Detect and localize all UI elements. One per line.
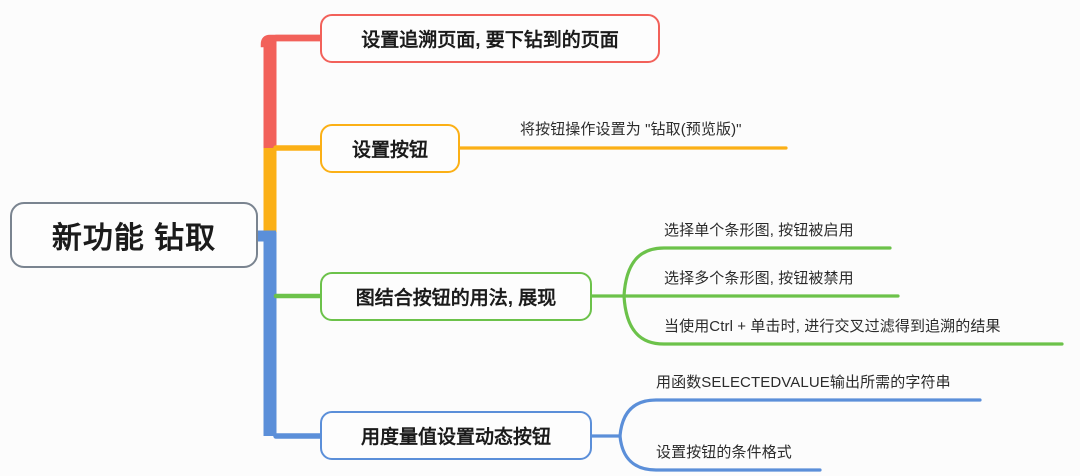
mindmap-leaf-3-3[interactable]: 当使用Ctrl + 单击时, 进行交叉过滤得到追溯的结果: [664, 318, 1001, 335]
mindmap-leaf-3-2[interactable]: 选择多个条形图, 按钮被禁用: [664, 270, 854, 287]
mindmap-leaf-4-1[interactable]: 用函数SELECTEDVALUE输出所需的字符串: [656, 374, 951, 391]
mindmap-branch-node-4[interactable]: 用度量值设置动态按钮: [320, 411, 592, 460]
mindmap-root-node[interactable]: 新功能 钻取: [10, 202, 258, 268]
mindmap-leaf-3-1[interactable]: 选择单个条形图, 按钮被启用: [664, 222, 854, 239]
mindmap-branch-label-2: 设置按钮: [351, 140, 428, 161]
mindmap-branch-label-3: 图结合按钮的用法, 展现: [355, 288, 557, 309]
mindmap-branch-node-3[interactable]: 图结合按钮的用法, 展现: [320, 272, 592, 321]
mindmap-branch-node-1[interactable]: 设置追溯页面, 要下钻到的页面: [320, 14, 660, 63]
mindmap-leaf-4-2[interactable]: 设置按钮的条件格式: [656, 444, 792, 461]
mindmap-leaf-2-1[interactable]: 将按钮操作设置为 "钻取(预览版)": [520, 121, 742, 138]
mindmap-branch-label-1: 设置追溯页面, 要下钻到的页面: [361, 30, 619, 51]
mindmap-branch-node-2[interactable]: 设置按钮: [320, 124, 460, 173]
mindmap-root-label: 新功能 钻取: [51, 222, 217, 255]
mindmap-branch-label-4: 用度量值设置动态按钮: [360, 427, 551, 448]
